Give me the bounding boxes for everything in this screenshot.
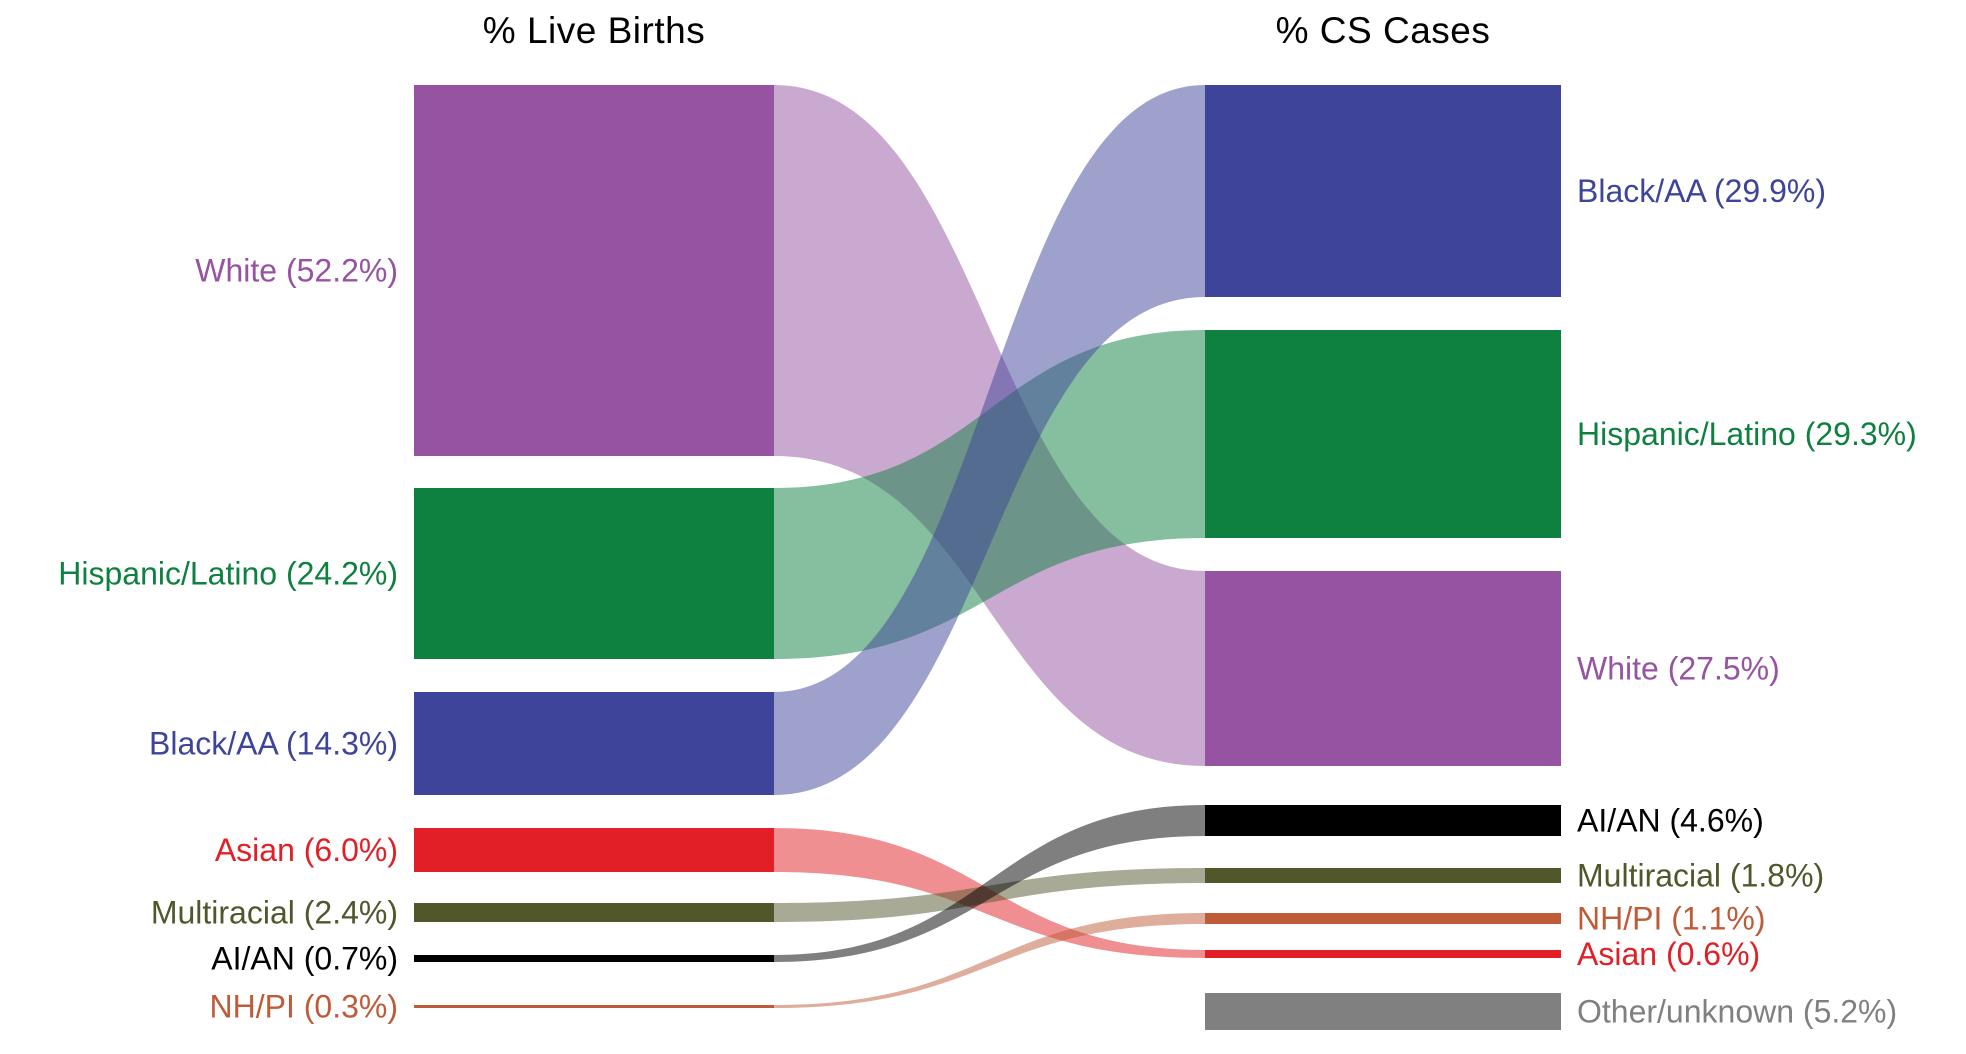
right-label-hispanic_latino: Hispanic/Latino (29.3%) — [1577, 416, 1917, 452]
right-node-multiracial — [1205, 868, 1561, 883]
right-label-white: White (27.5%) — [1577, 651, 1780, 687]
right-label-asian: Asian (0.6%) — [1577, 936, 1760, 972]
left-node-white — [414, 85, 774, 456]
left-label-nh_pi: NH/PI (0.3%) — [210, 989, 398, 1025]
flow-ai_an — [774, 805, 1205, 962]
left-node-asian — [414, 828, 774, 872]
flow-nh_pi — [774, 913, 1205, 1008]
left-node-ai_an — [414, 955, 774, 962]
right-label-ai_an: AI/AN (4.6%) — [1577, 803, 1764, 839]
left-node-nh_pi — [414, 1005, 774, 1008]
left-label-multiracial: Multiracial (2.4%) — [151, 895, 398, 931]
left-node-black_aa — [414, 692, 774, 795]
right-label-other_unknown: Other/unknown (5.2%) — [1577, 994, 1897, 1030]
left-node-hispanic_latino — [414, 488, 774, 659]
left-label-hispanic_latino: Hispanic/Latino (24.2%) — [58, 556, 398, 592]
right-column-title: % CS Cases — [1275, 10, 1491, 51]
left-label-black_aa: Black/AA (14.3%) — [149, 726, 398, 762]
right-node-black_aa — [1205, 85, 1561, 297]
left-label-asian: Asian (6.0%) — [215, 832, 398, 868]
left-column-title: % Live Births — [482, 10, 706, 51]
right-node-asian — [1205, 950, 1561, 958]
right-label-multiracial: Multiracial (1.8%) — [1577, 858, 1824, 894]
right-node-other_unknown — [1205, 993, 1561, 1030]
left-label-ai_an: AI/AN (0.7%) — [211, 941, 398, 977]
left-node-multiracial — [414, 903, 774, 922]
right-node-white — [1205, 571, 1561, 766]
flow-black_aa — [774, 85, 1205, 795]
right-node-hispanic_latino — [1205, 330, 1561, 538]
left-label-white: White (52.2%) — [195, 253, 398, 289]
right-node-ai_an — [1205, 805, 1561, 836]
right-label-black_aa: Black/AA (29.9%) — [1577, 173, 1826, 209]
right-node-nh_pi — [1205, 913, 1561, 924]
right-label-nh_pi: NH/PI (1.1%) — [1577, 901, 1765, 937]
